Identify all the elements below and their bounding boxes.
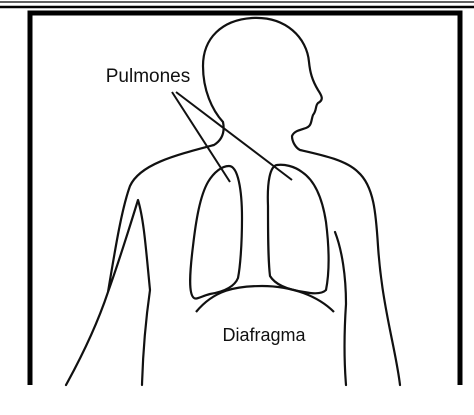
left-lung	[190, 166, 242, 299]
right-lung	[268, 165, 329, 294]
diaphragm	[196, 286, 334, 312]
lungs-label: Pulmones	[106, 66, 191, 87]
leader-line-right-lung	[176, 92, 292, 180]
diaphragm-label: Diafragma	[222, 325, 306, 345]
